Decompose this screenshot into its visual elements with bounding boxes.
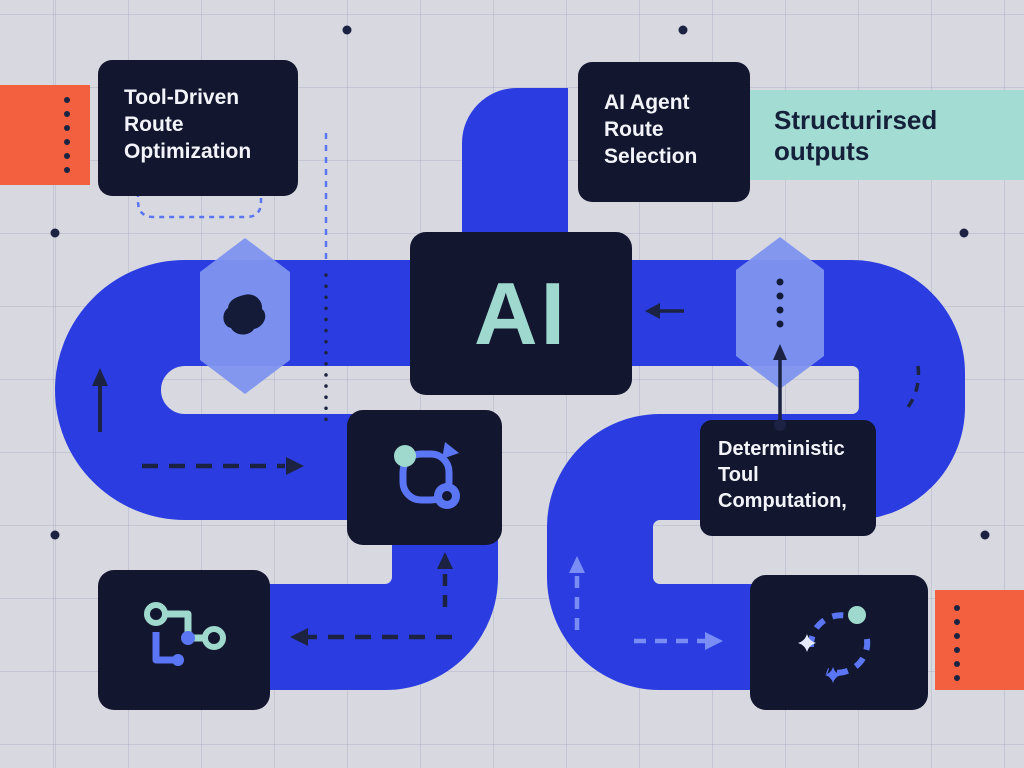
route-top-segment (462, 88, 568, 250)
dotted-column-left (64, 97, 70, 173)
ai-agent-card: AI Agent Route Selection (578, 62, 750, 202)
arrow-dashed-up-lightblue (569, 556, 585, 630)
arrow-dashed-right (142, 457, 304, 475)
route-nodes-card (98, 570, 270, 710)
vertical-ellipsis-dots (776, 278, 784, 328)
route-nodes-icon (144, 602, 226, 666)
card-title-line: Optimization (124, 140, 252, 163)
arrow-dashed-up-mid (437, 552, 453, 607)
structured-outputs-banner: Structurirsed outputs (748, 90, 1024, 180)
ai-label: AI (474, 263, 568, 363)
deterministic-card: Deterministic Toul Computation, (700, 420, 876, 536)
grid-corner-dots (50, 25, 990, 540)
orange-accent-right (935, 590, 1024, 690)
card-title-line: Route (124, 113, 184, 136)
card-title-line: Tool-Driven (124, 86, 240, 109)
banner-line: Structurirsed (774, 105, 938, 135)
dotted-column-right (954, 605, 960, 681)
card-title-line: Selection (604, 145, 698, 168)
card-title-line: Route (604, 118, 664, 141)
card-title-line: Toul (718, 464, 759, 486)
arrow-up-left (92, 368, 108, 432)
dashed-loop-card (750, 575, 928, 710)
card-title-line: Computation, (718, 490, 847, 512)
cycle-refresh-card (347, 410, 502, 545)
card-title-line: Deterministic (718, 438, 845, 460)
arrow-left-small (645, 303, 684, 319)
dashed-outline-under-card (136, 192, 263, 219)
arrow-up-connector (773, 344, 787, 424)
banner-line: outputs (774, 136, 870, 166)
dashed-loop-sparkles-icon (798, 605, 871, 683)
ai-center-card: AI (410, 232, 632, 395)
arrow-dashed-left-bottom (290, 628, 452, 646)
blob-marker-icon (223, 294, 266, 335)
arrow-dashed-right-lightblue (634, 632, 723, 650)
tool-driven-card: Tool-Driven Route Optimization (98, 60, 298, 196)
orange-accent-left (0, 85, 90, 185)
cycle-refresh-icon (393, 441, 460, 509)
connector-dot (774, 419, 786, 431)
card-title-line: AI Agent (604, 91, 690, 114)
arrow-dashed-arc-right (902, 365, 921, 414)
